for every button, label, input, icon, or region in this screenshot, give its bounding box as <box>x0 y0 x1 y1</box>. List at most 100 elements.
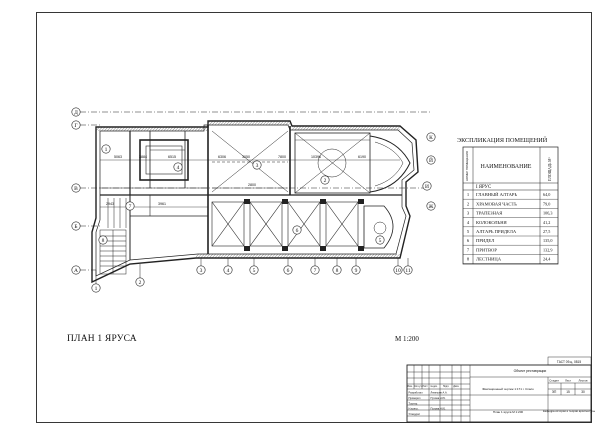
explication-row-area: 132,9 <box>543 247 552 253</box>
title-block <box>406 356 592 423</box>
explication-row-name: ТРАПЕЗНАЯ <box>476 211 502 216</box>
stamp-name: Лемешев А.А. <box>431 391 448 395</box>
axis-number-6: 7 <box>314 268 317 274</box>
axis-number-0-circle <box>91 283 101 293</box>
axis-number-4: 5 <box>253 268 256 274</box>
stamp-col-head: Подп. <box>443 385 450 388</box>
room-marker-2: 2 <box>324 178 327 184</box>
axis-letter-right-2: И <box>425 184 429 190</box>
axis-letter-0: Д <box>74 110 78 116</box>
room-marker-4-circle <box>173 162 183 172</box>
stamp-col-head: Кол.уч <box>414 385 422 388</box>
room-marker-6: 6 <box>296 228 299 234</box>
room-marker-6-circle <box>292 225 302 235</box>
explication-col-num: НОМЕР ПОМЕЩЕНИЯ <box>465 151 469 181</box>
explication-row-num: 3 <box>467 211 470 216</box>
room-marker-1: 1 <box>105 147 108 153</box>
dim-label: 3884 <box>139 155 147 159</box>
sheet-scale: М 1:200 <box>395 335 419 343</box>
stamp-stage-head: Стадия <box>549 379 559 383</box>
explication-row-name: ПРИДЕЛ <box>476 238 494 243</box>
stamp-stage-head: Лист <box>565 379 572 383</box>
room-marker-2-circle <box>320 175 330 185</box>
explication-row-area: 106,3 <box>543 211 552 217</box>
explication-title: ЭКСПЛИКАЦИЯ ПОМЕЩЕНИЙ <box>457 136 548 144</box>
stamp-stage-val: 15 <box>566 390 570 394</box>
room-marker-3: 3 <box>256 163 259 169</box>
dim-label: 6515 <box>168 155 176 159</box>
explication-row-num: 5 <box>467 229 470 234</box>
explication-row-num: 2 <box>467 201 470 206</box>
axis-letter-3-circle <box>71 221 81 231</box>
room-marker-4: 4 <box>177 165 180 171</box>
axis-number-10-circle <box>403 265 413 275</box>
axis-number-6-circle <box>310 265 320 275</box>
axis-letter-2-circle <box>71 183 81 193</box>
explication-row-num: 6 <box>467 238 470 243</box>
room-marker-5-circle <box>375 235 385 245</box>
explication-row-num: 1 <box>467 192 470 197</box>
stamp-col-head: Изм. <box>407 385 412 388</box>
room-marker-3-circle <box>252 160 262 170</box>
stamp-org: Кафедра истории и теории архитектуры <box>543 409 595 413</box>
explication-row-name: АЛТАРЬ ПРИДЕЛА <box>476 229 517 234</box>
stamp-role: Н.контр. <box>409 407 419 411</box>
stamp-sheet-desc: Фиксационный чертеж 1:171 г. Спасо <box>482 387 534 391</box>
explication-row-area: 64,0 <box>543 192 550 198</box>
dim-label: 7800 <box>278 155 286 159</box>
dim-label: 2943 <box>106 202 114 206</box>
axis-number-0: 1 <box>95 286 98 292</box>
axis-number-5-circle <box>283 265 293 275</box>
dim-label: 10396 <box>311 155 321 159</box>
axis-number-3-circle <box>223 265 233 275</box>
axis-number-9: 10 <box>395 268 401 274</box>
stamp-name: Пухова Н.Ю. <box>431 407 447 411</box>
explication-row-area: 27,5 <box>543 229 550 235</box>
dim-label: 6306 <box>218 155 226 159</box>
sheet-border <box>36 12 592 423</box>
axis-number-9-circle <box>393 265 403 275</box>
dim-label: 3961 <box>158 202 166 206</box>
room-marker-7: 7 <box>129 204 132 210</box>
building-inner-outline <box>95 124 415 277</box>
stamp-role: Т.контр. <box>409 401 419 405</box>
stamp-col-head: Лист <box>422 385 428 388</box>
stamp-stage-val: 30 <box>581 390 585 394</box>
axis-number-1: 2 <box>139 280 142 286</box>
stamp-name: Пухова Н.Ю. <box>431 396 447 400</box>
axis-letter-right-2-circle <box>422 181 432 191</box>
stamp-role: Проверил <box>409 396 421 400</box>
axis-letter-4: А <box>74 268 78 274</box>
stamp-col-head: №док. <box>431 385 438 388</box>
explication-row-area: 41,2 <box>543 220 550 226</box>
explication-row-name: ГЛАВНЫЙ АЛТАРЬ <box>476 192 517 197</box>
stamp-stage-head: Листов <box>578 379 588 383</box>
explication-row-name: ПРИТВОР <box>476 247 497 252</box>
axis-letter-4-circle <box>71 265 81 275</box>
axis-letter-3: Б <box>74 224 77 230</box>
explication-row-num: 8 <box>467 257 470 262</box>
axis-letter-right-0-circle <box>426 132 436 142</box>
axis-letter-right-3: Ж <box>429 204 434 210</box>
dim-label: 6190 <box>358 155 366 159</box>
axis-number-3: 4 <box>227 268 230 274</box>
explication-row-area: 135,0 <box>543 238 552 244</box>
stamp-stage-val: ЭП <box>552 390 557 394</box>
axis-letter-2: В <box>74 186 78 192</box>
explication-row-num: 7 <box>467 247 470 252</box>
stamp-drawing: План 1 яруса М 1:200 <box>493 410 523 414</box>
axis-letter-right-1: Й <box>429 156 433 164</box>
explication-table <box>462 146 559 265</box>
sheet-title: ПЛАН 1 ЯРУСА <box>67 334 137 344</box>
explication-section: I ЯРУС <box>476 185 491 190</box>
axis-letter-0-circle <box>71 107 81 117</box>
explication-row-name: ЛЕСТНИЦА <box>476 257 502 262</box>
explication-row-name: КОЛОКОЛЬНЯ <box>476 220 507 225</box>
dim-label: 5063 <box>114 155 122 159</box>
room-marker-8: 8 <box>102 238 105 244</box>
explication-row-area: 79,0 <box>543 201 550 207</box>
stamp-object: Объект реставрации <box>514 369 547 373</box>
axis-number-8-circle <box>351 265 361 275</box>
